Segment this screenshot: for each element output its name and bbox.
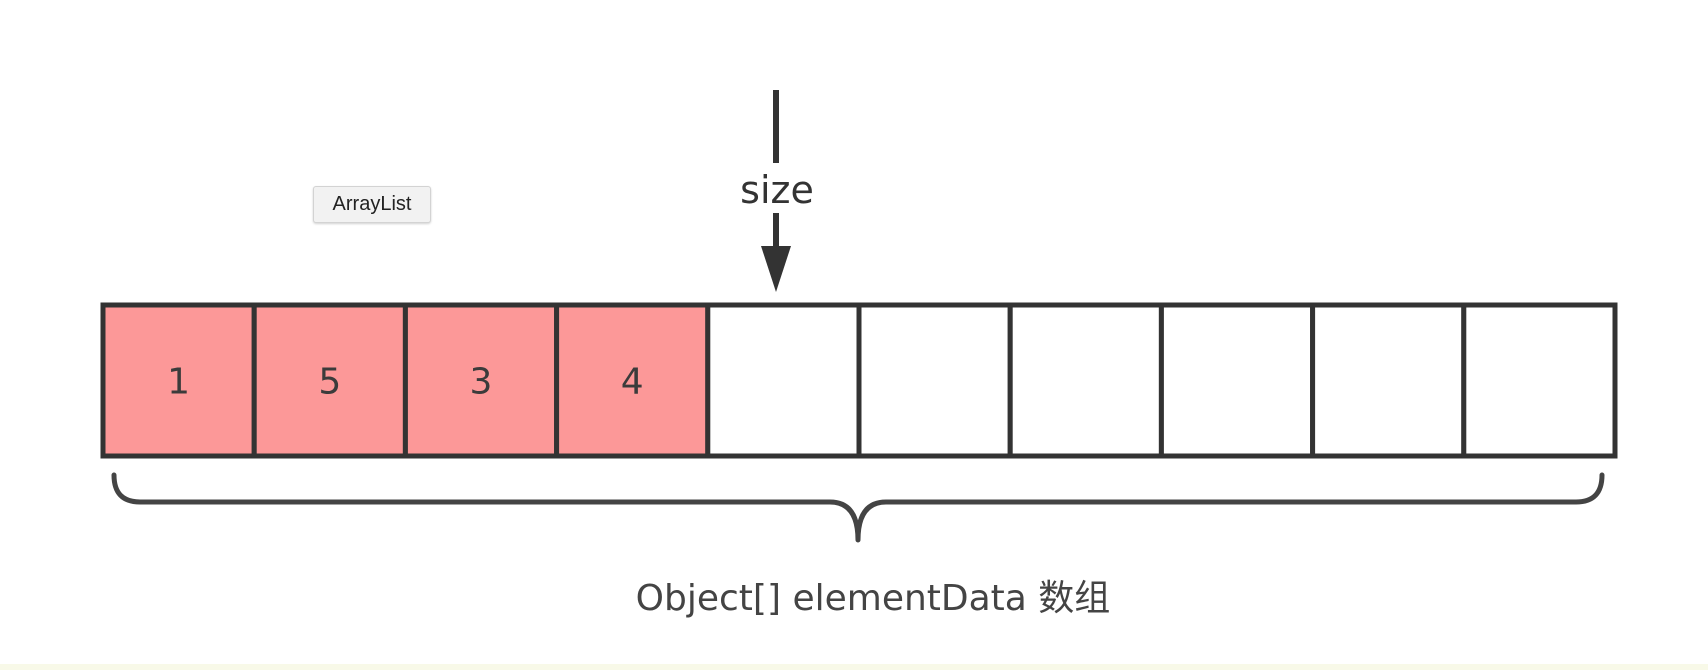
array-cell (1007, 302, 1164, 459)
footer-strip (0, 664, 1708, 670)
size-label: size (740, 168, 814, 212)
array-cell (554, 302, 711, 459)
size-pointer: size (740, 90, 814, 292)
array-cell (402, 302, 560, 459)
array-caption: Object[] elementData 数组 (636, 578, 1111, 619)
array-cell (856, 302, 1013, 459)
array-cell-value: 3 (470, 362, 493, 403)
array-cell (1310, 302, 1467, 459)
array-cell (1158, 302, 1316, 459)
array-cell-value: 4 (621, 362, 644, 403)
arraylist-tooltip: ArrayList (313, 186, 431, 223)
array-cell-value: 5 (318, 362, 341, 403)
array-cell-value: 1 (167, 362, 190, 403)
array-cell (705, 302, 862, 459)
array-cell (1461, 302, 1618, 459)
array-brace (111, 472, 1605, 543)
size-arrowhead (761, 246, 791, 292)
